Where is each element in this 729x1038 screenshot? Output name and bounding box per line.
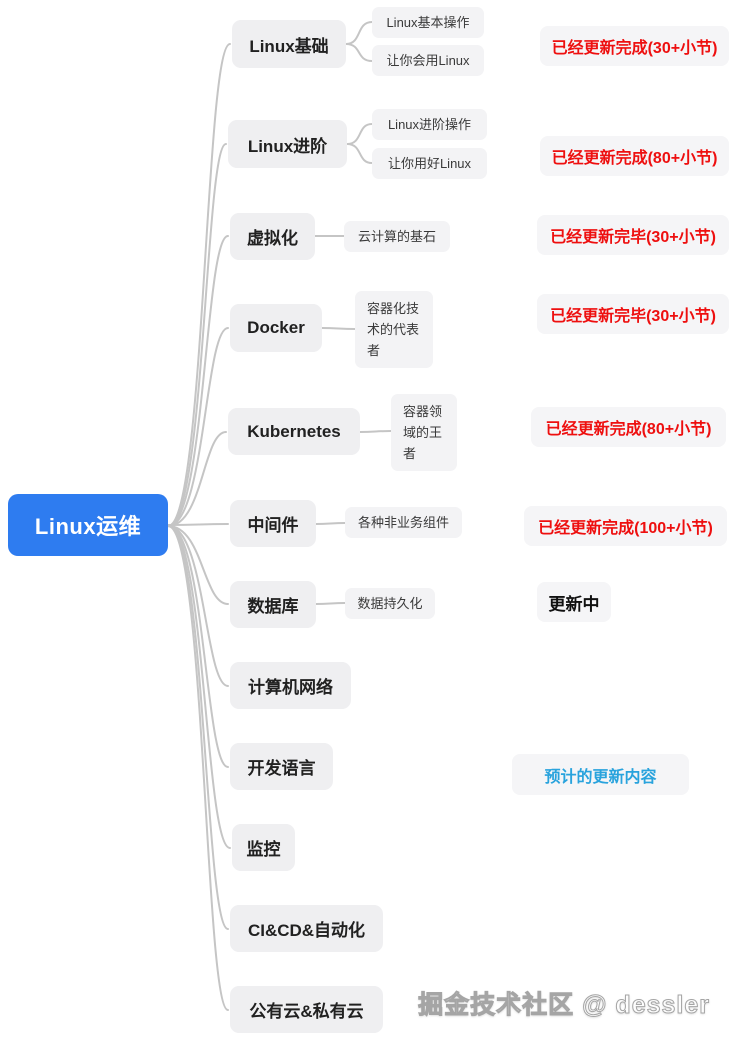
- subtopic-container-king[interactable]: 容器领域的王者: [391, 394, 457, 471]
- subtopic-linux-basic-ops[interactable]: Linux基本操作: [372, 7, 484, 38]
- subtopic-linux-learn-to-use[interactable]: 让你会用Linux: [372, 45, 484, 76]
- subtopic-data-persistence[interactable]: 数据持久化: [345, 588, 435, 619]
- topic-kubernetes[interactable]: Kubernetes: [228, 408, 360, 455]
- watermark-text: 掘金技术社区 @ dessler: [418, 991, 710, 1020]
- subtopic-non-business-components[interactable]: 各种非业务组件: [345, 507, 462, 538]
- status-virtualization[interactable]: 已经更新完毕(30+小节): [537, 215, 729, 255]
- status-planned-content[interactable]: 预计的更新内容: [512, 754, 689, 795]
- topic-docker[interactable]: Docker: [230, 304, 322, 352]
- subtopic-linux-use-well[interactable]: 让你用好Linux: [372, 148, 487, 179]
- subtopic-container-tech[interactable]: 容器化技术的代表者: [355, 291, 433, 368]
- status-linux-advanced[interactable]: 已经更新完成(80+小节): [540, 136, 729, 176]
- status-docker[interactable]: 已经更新完毕(30+小节): [537, 294, 729, 334]
- root-node-linux-ops[interactable]: Linux运维: [8, 494, 168, 556]
- subtopic-cloud-cornerstone[interactable]: 云计算的基石: [344, 221, 450, 252]
- topic-dev-language[interactable]: 开发语言: [230, 743, 333, 790]
- status-kubernetes[interactable]: 已经更新完成(80+小节): [531, 407, 726, 447]
- topic-public-private-cloud[interactable]: 公有云&私有云: [230, 986, 383, 1033]
- topic-monitoring[interactable]: 监控: [232, 824, 295, 871]
- status-linux-basics[interactable]: 已经更新完成(30+小节): [540, 26, 729, 66]
- topic-linux-basics[interactable]: Linux基础: [232, 20, 346, 68]
- status-middleware[interactable]: 已经更新完成(100+小节): [524, 506, 727, 546]
- topic-database[interactable]: 数据库: [230, 581, 316, 628]
- topic-computer-network[interactable]: 计算机网络: [230, 662, 351, 709]
- subtopic-linux-advanced-ops[interactable]: Linux进阶操作: [372, 109, 487, 140]
- status-database-updating[interactable]: 更新中: [537, 582, 611, 622]
- topic-middleware[interactable]: 中间件: [230, 500, 316, 547]
- topic-virtualization[interactable]: 虚拟化: [230, 213, 315, 260]
- topic-cicd-automation[interactable]: CI&CD&自动化: [230, 905, 383, 952]
- topic-linux-advanced[interactable]: Linux进阶: [228, 120, 347, 168]
